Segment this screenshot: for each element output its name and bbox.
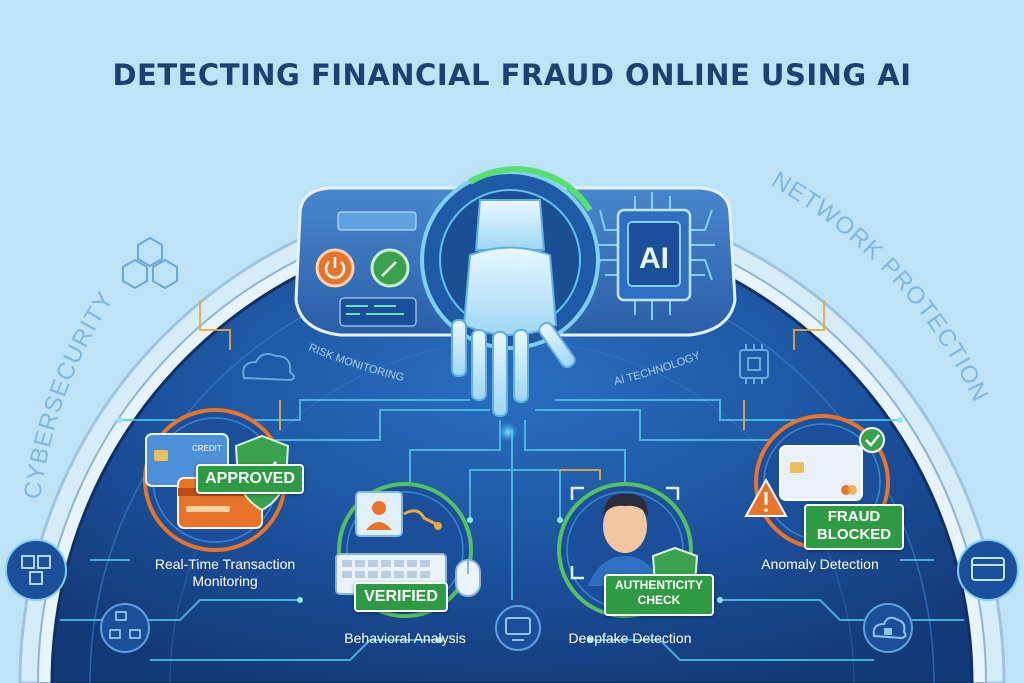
transaction-label-line1: Real-Time Transaction bbox=[154, 556, 296, 572]
behavioral-analysis-label: Behavioral Analysis bbox=[344, 630, 466, 646]
transaction-monitoring-label: Real-Time Transaction Monitoring bbox=[125, 556, 325, 590]
credit-card-text: CREDIT bbox=[192, 444, 222, 453]
payment-card-icon bbox=[779, 445, 863, 501]
gauge-icon[interactable] bbox=[370, 248, 410, 288]
cloud-lock-icon bbox=[863, 603, 913, 653]
fraud-badge-line2: BLOCKED bbox=[816, 526, 892, 543]
circuit-traces-gold bbox=[199, 300, 825, 480]
ai-chip-label: AI bbox=[639, 242, 669, 275]
cloud-icon bbox=[242, 353, 295, 382]
authenticity-badge-line1: AUTHENTICITY bbox=[615, 578, 703, 592]
check-icon bbox=[859, 427, 885, 453]
warning-icon bbox=[744, 477, 788, 517]
network-flow-icon bbox=[100, 603, 150, 653]
power-icon[interactable] bbox=[315, 248, 355, 288]
circuit-traces bbox=[60, 399, 964, 661]
fraud-badge-line1: FRAUD bbox=[827, 508, 881, 525]
authenticity-badge-line2: CHECK bbox=[637, 593, 681, 607]
mouse-icon bbox=[455, 559, 481, 597]
network-icon bbox=[5, 539, 67, 601]
monitor-icon bbox=[495, 605, 541, 651]
robot-hand-icon bbox=[451, 199, 576, 442]
authenticity-check-badge: AUTHENTICITY CHECK bbox=[604, 574, 714, 616]
payment-terminal-icon bbox=[957, 539, 1019, 601]
chip-outline-icon bbox=[739, 344, 769, 384]
blockchain-icon bbox=[122, 236, 178, 290]
fraud-blocked-badge: FRAUD BLOCKED bbox=[804, 504, 904, 550]
ai-chip-icon: AI bbox=[594, 192, 715, 320]
page-title: DETECTING FINANCIAL FRAUD ONLINE USING A… bbox=[112, 58, 912, 92]
approved-badge: APPROVED bbox=[196, 464, 304, 494]
verified-badge: VERIFIED bbox=[354, 582, 448, 612]
user-profile-icon bbox=[355, 491, 442, 537]
anomaly-detection-label: Anomaly Detection bbox=[761, 556, 879, 572]
deepfake-detection-label: Deepfake Detection bbox=[568, 630, 692, 646]
transaction-label-line2: Monitoring bbox=[192, 573, 258, 589]
